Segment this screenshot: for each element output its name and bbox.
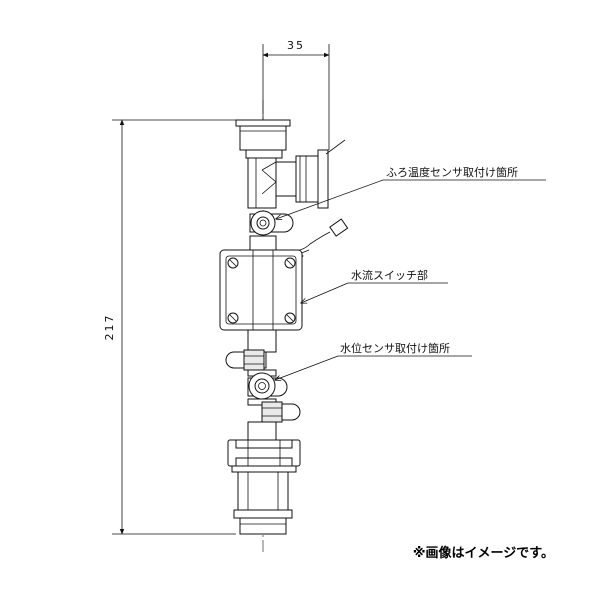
main-pipe	[219, 119, 349, 535]
water-flow-switch-label: 水流スイッチ部	[351, 268, 428, 282]
height-dimension-label: 217	[103, 314, 116, 341]
screw	[284, 312, 296, 324]
image-note: ※画像はイメージです。	[413, 545, 554, 561]
screw	[284, 257, 296, 269]
width-dimension-label: 35	[287, 39, 305, 52]
bath-temp-sensor-callout: ふろ温度センサ取付け箇所	[276, 165, 546, 219]
water-level-sensor-callout: 水位センサ取付け箇所	[275, 341, 472, 380]
screw	[227, 257, 239, 269]
water-level-sensor-label: 水位センサ取付け箇所	[340, 341, 450, 355]
bath-temp-sensor-label: ふろ温度センサ取付け箇所	[386, 165, 518, 179]
height-dimension: 217	[103, 119, 236, 535]
water-flow-switch-callout: 水流スイッチ部	[301, 268, 448, 303]
screw	[227, 312, 239, 324]
